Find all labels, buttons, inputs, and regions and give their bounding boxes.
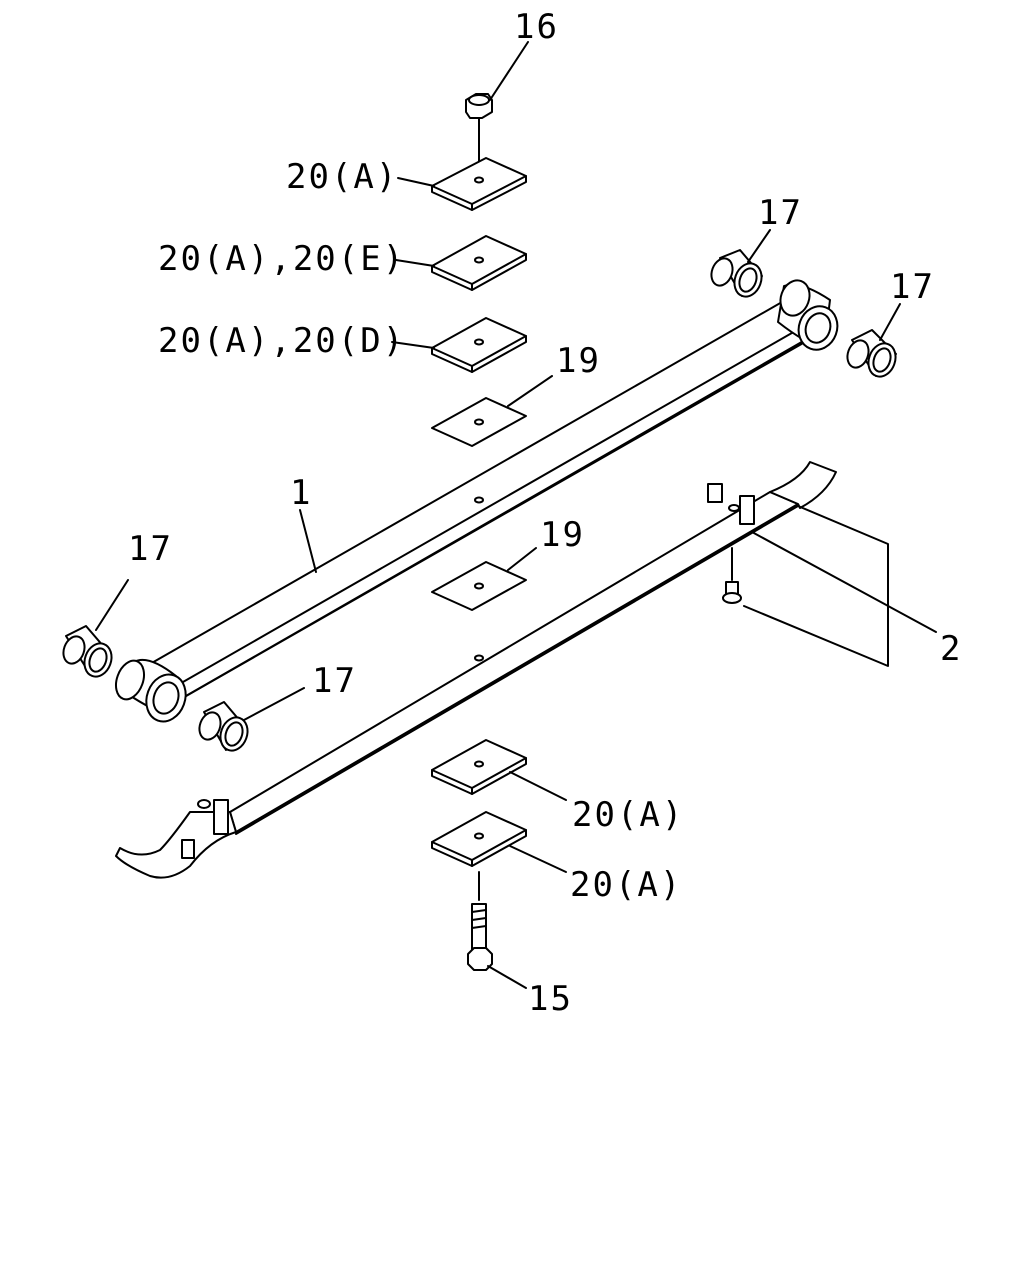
callout-plate-lower-1: 20(A) — [572, 795, 684, 835]
callout-plate-top: 20(A) — [286, 157, 398, 197]
bolt-part-15 — [467, 871, 493, 971]
leader-spacer-lower — [507, 547, 537, 571]
leader-bolt — [487, 965, 527, 989]
plate-ae — [431, 235, 527, 291]
second-leaf-part-2 — [115, 461, 837, 879]
plate-ad — [431, 317, 527, 373]
leader-plate-lower-2 — [509, 845, 567, 873]
leader-bush-top-left — [747, 229, 771, 263]
bush-top-right — [846, 329, 897, 378]
leader-second-leaf-a — [751, 531, 937, 633]
leader-plate-ad — [391, 341, 435, 349]
callout-main-leaf: 1 — [290, 473, 312, 513]
nut-part-16 — [465, 93, 493, 181]
bush-left — [62, 625, 113, 678]
main-leaf-part-1 — [114, 279, 839, 723]
callout-plate-lower-2: 20(A) — [570, 865, 682, 905]
callout-bush-top-right: 17 — [890, 267, 935, 307]
plate-top — [431, 157, 527, 211]
plate-lower-1 — [431, 739, 527, 795]
callout-second-leaf: 2 — [940, 629, 962, 669]
callout-bush-left: 17 — [128, 529, 173, 569]
leader-bracket — [743, 505, 889, 667]
bush-top-left — [710, 249, 763, 298]
bush-mid — [198, 701, 249, 752]
callout-bush-top-left: 17 — [758, 193, 803, 233]
leader-plate-ae — [395, 259, 435, 267]
callout-plate-ae: 20(A),20(E) — [158, 239, 405, 279]
spacer-upper — [431, 397, 527, 447]
leader-16 — [489, 41, 529, 101]
callout-bolt: 15 — [528, 979, 573, 1019]
plate-lower-2 — [431, 811, 527, 867]
callout-16: 16 — [514, 7, 559, 47]
leader-bush-top-right — [879, 303, 901, 341]
callout-spacer-lower: 19 — [540, 515, 585, 555]
leader-bush-left — [95, 579, 129, 631]
callout-bush-mid: 17 — [312, 661, 357, 701]
leader-bush-mid — [243, 687, 305, 721]
callout-plate-ad: 20(A),20(D) — [158, 321, 405, 361]
leader-main-leaf — [299, 509, 317, 573]
callout-spacer-upper: 19 — [556, 341, 601, 381]
leader-spacer-upper — [507, 375, 553, 407]
leader-plate-top — [397, 177, 435, 187]
leader-plate-lower-1 — [509, 771, 567, 801]
clip-bolt — [722, 547, 742, 604]
spacer-lower — [431, 561, 527, 611]
